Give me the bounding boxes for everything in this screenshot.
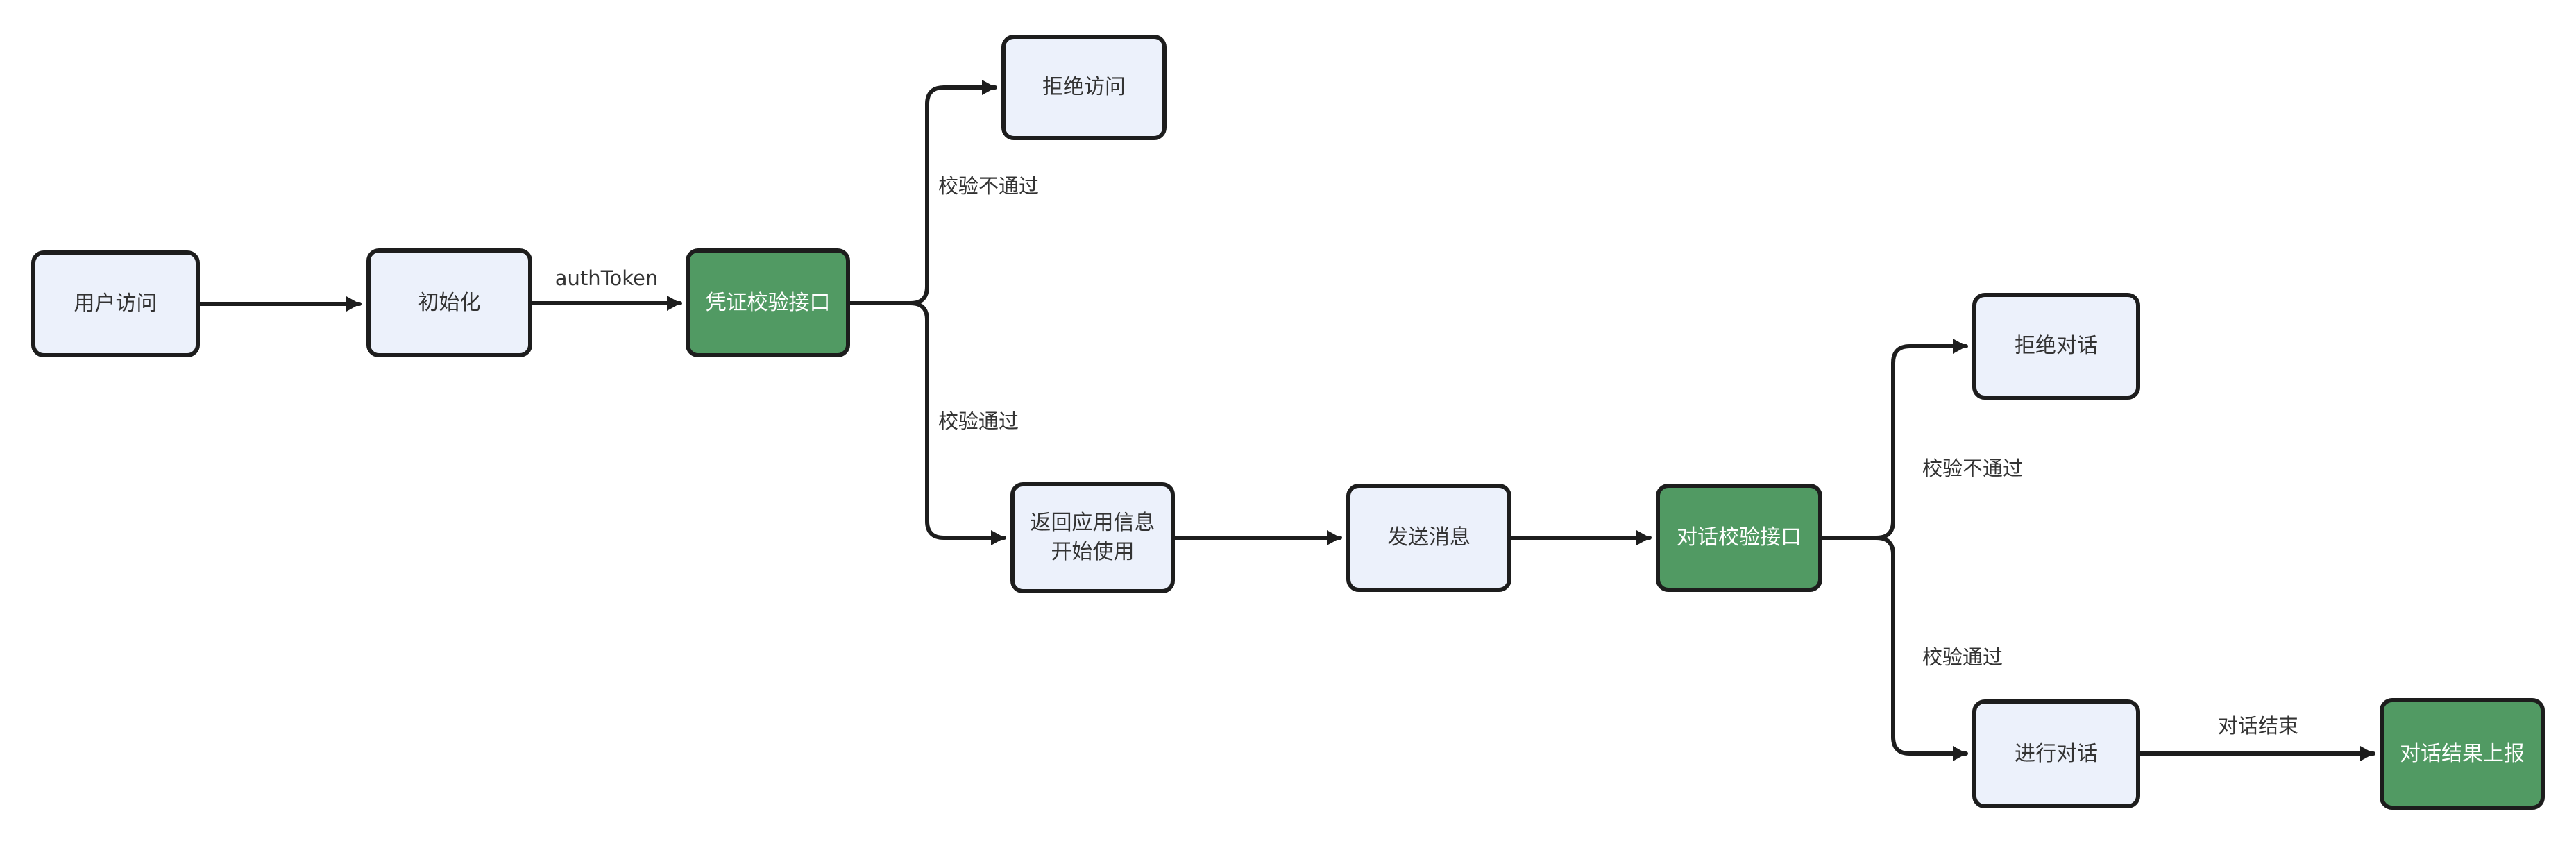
edge-label-check-pass-left: 校验通过 — [938, 409, 1019, 433]
node-dialog-check-api-label: 对话校验接口 — [1677, 525, 1802, 550]
edge-label-check-pass-right: 校验通过 — [1922, 645, 2003, 669]
node-init-label: 初始化 — [418, 290, 481, 315]
node-deny-dialog: 拒绝对话 — [1972, 293, 2140, 400]
node-return-app-info: 返回应用信息 开始使用 — [1010, 482, 1175, 593]
node-init: 初始化 — [366, 248, 532, 357]
edge-label-check-fail-right: 校验不通过 — [1922, 457, 2024, 480]
node-user-access: 用户访问 — [31, 250, 200, 357]
node-do-dialog-label: 进行对话 — [2015, 741, 2098, 766]
node-send-message-label: 发送消息 — [1387, 525, 1471, 550]
node-report-dialog-result: 对话结果上报 — [2380, 698, 2545, 810]
node-report-dialog-result-label: 对话结果上报 — [2400, 741, 2525, 766]
edge-credential-check-to-return-app-info — [848, 301, 1006, 545]
node-return-app-info-label-line1: 返回应用信息 — [1030, 511, 1155, 535]
node-return-app-info-label-line2: 开始使用 — [1051, 540, 1135, 564]
node-credential-check-api: 凭证校验接口 — [686, 248, 850, 357]
node-deny-access-label: 拒绝访问 — [1042, 75, 1126, 99]
edge-dialog-check-to-deny-dialog — [1820, 339, 1968, 540]
edge-label-dialog-end: 对话结束 — [2217, 714, 2299, 738]
node-do-dialog: 进行对话 — [1972, 699, 2140, 808]
node-send-message: 发送消息 — [1346, 484, 1511, 592]
edge-dialog-check-to-do-dialog — [1820, 536, 1968, 761]
node-deny-access: 拒绝访问 — [1001, 35, 1167, 140]
node-deny-dialog-label: 拒绝对话 — [2015, 334, 2098, 358]
edge-label-check-fail-left: 校验不通过 — [938, 174, 1040, 198]
node-user-access-label: 用户访问 — [74, 291, 158, 316]
edge-label-auth-token: authToken — [554, 266, 659, 290]
node-credential-check-api-label: 凭证校验接口 — [705, 290, 831, 315]
node-dialog-check-api: 对话校验接口 — [1656, 484, 1822, 592]
